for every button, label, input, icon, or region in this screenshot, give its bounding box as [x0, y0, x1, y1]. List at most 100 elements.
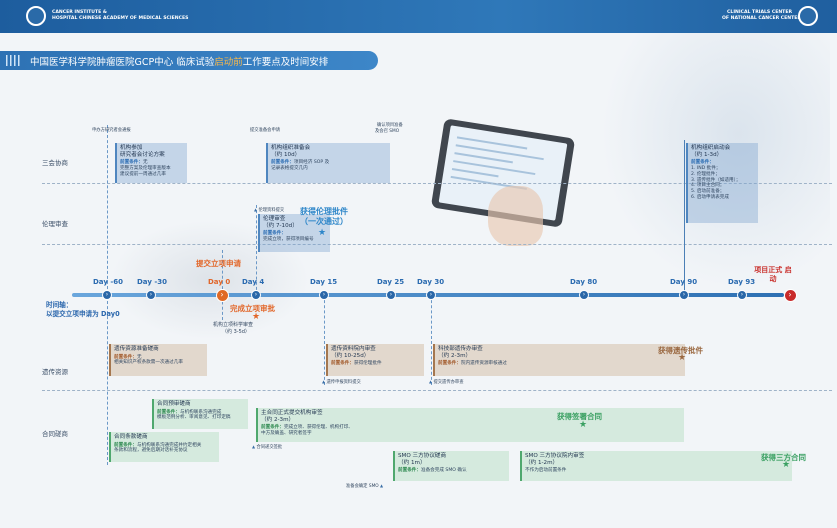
genetic-box-ministry-review: 科技部遗传办审查 （约 2-3m） 前置条件：院内遗传资源审核通过: [433, 344, 685, 376]
coord-box2-prereq: 前置条件：项目经济 SOP 及: [271, 160, 387, 166]
genetic-box3-prereq-key: 前置条件：: [438, 361, 461, 367]
day-node-1: ›: [146, 290, 156, 300]
triangle-marker-icon: ▲: [429, 379, 433, 384]
lane-divider-ethics: [42, 244, 832, 245]
coord-note-smo-l2: 及会召 SMO: [375, 129, 400, 134]
contract-box-main-contract: 主合同正式提交机构审签 （约 2-3m） 前置条件：完成立项、获得伦理、机构打印…: [256, 408, 684, 442]
coord-box1-prereq-l2: 完整方案及伦理审查版本: [120, 165, 171, 171]
contract-box4-title-1: SMO 三方协议磋商: [398, 453, 447, 459]
contract-box3-title-1: 主合同正式提交机构审签: [261, 410, 323, 416]
coord-box3-prereq-key: 前置条件：: [691, 160, 714, 166]
coord-box3-item-5: 5. 启动前准备；: [691, 189, 725, 195]
day-node-10: ›: [783, 288, 797, 302]
guide-day-0: [222, 250, 223, 320]
tripartite-contract-label: 获得三方合同: [761, 453, 806, 462]
right-org-line-2: OF NATIONAL CANCER CENTER: [722, 16, 801, 21]
guide-day-90: [684, 140, 685, 300]
genetic-note-ministry: ▲ 提交遗传办审查: [429, 379, 464, 385]
contract-box4-prereq: 前置条件：准备会完成 SMO 确认: [398, 468, 506, 474]
contract-box2-prereq-l2: 条款和流程，避免后期对话补充协议: [114, 448, 188, 454]
ethics-box-review: 伦理审查 （约 7-10d） 前置条件： 完成立项，获得项目编号: [258, 214, 330, 252]
contract-box-terms: 合同条款磋商 前置条件：与机构联系沟通完成并约定相关 条款和流程，避免后期对话补…: [109, 432, 219, 462]
header-bar: CANCER INSTITUTE & HOSPITAL CHINESE ACAD…: [0, 0, 837, 33]
background-leaf-decoration: [600, 30, 830, 290]
contract-box4-prereq-l1: 准备会完成 SMO 确认: [420, 468, 467, 474]
contract-box1-title: 合同预审磋商: [157, 401, 191, 407]
coord-note-sponsor: 申办方研究者会通报: [92, 128, 131, 133]
ethics-box-prereq-l1: 完成立项，获得项目编号: [263, 236, 314, 242]
hand-illustration: [488, 186, 543, 246]
day-node-7: ›: [579, 290, 589, 300]
triangle-marker-icon: ▲: [322, 379, 326, 384]
coord-box-prep-meeting: 机构组织准备会 （约 10d） 前置条件：项目经济 SOP 及 记录表格提交几内: [266, 143, 390, 183]
contract-box5-note: 不作为启动前置条件: [525, 468, 567, 474]
hospital-logo-icon: [26, 6, 46, 26]
right-organization-name: CLINICAL TRIALS CENTER OF NATIONAL CANCE…: [722, 10, 801, 22]
title-text-after: 工作要点及时间安排: [242, 57, 329, 68]
genetic-box2-title-2: （约 10-25d）: [331, 352, 370, 359]
approval-star-icon: ★: [252, 312, 261, 322]
coord-box2-prereq-key: 前置条件：: [271, 160, 294, 166]
contract-box3-prereq: 前置条件：完成立项、获得伦理、机构打印、: [261, 425, 681, 431]
coord-box2-title-2: （约 10d）: [271, 151, 301, 158]
approval-complete-label: 完成立项审批: [230, 304, 275, 313]
triangle-marker-icon: ▲: [252, 444, 256, 449]
lane-label-contract: 合同磋商: [42, 430, 68, 438]
coord-box3-item-6: 6. 启动申请表完成: [691, 194, 730, 200]
coord-box1-prereq-l1: 无: [142, 160, 148, 166]
triangle-marker-icon: ▲: [380, 483, 384, 488]
genetic-note-submit: ▲ 遗传申报资料提交: [322, 379, 361, 385]
genetic-box1-title: 遗传资源准备磋商: [114, 346, 159, 352]
contract-box3-title-2: （约 2-3m）: [261, 416, 295, 423]
genetic-approval-label: 获得遗传批件: [658, 346, 703, 355]
title-bar: [0, 51, 378, 70]
coord-box2-prereq-l1: 项目经济 SOP 及: [293, 160, 330, 166]
day-label-4: Day 15: [310, 278, 338, 286]
day-node-4: ›: [319, 290, 329, 300]
genetic-box2-title-1: 遗传资料院内审查: [331, 346, 376, 352]
coord-box2-title-1: 机构组织准备会: [271, 145, 311, 151]
day-node-3: ›: [251, 290, 261, 300]
ethics-box-title-1: 伦理审查: [263, 216, 286, 222]
genetic-approval-star-icon: ★: [678, 353, 687, 363]
genetic-box1-prereq: 前置条件：无: [114, 355, 204, 361]
contract-box2-prereq-key: 前置条件：: [114, 442, 137, 448]
contract-box5-title-1: SMO 三方协议院内审签: [525, 453, 585, 459]
trials-center-logo-icon: [798, 6, 818, 26]
title-text-before: 中国医学科学院肿瘤医院GCP中心 临床试验: [30, 57, 215, 68]
genetic-box-prep: 遗传资源准备磋商 前置条件：无 相关知识产权条款需一次通过几率: [109, 344, 207, 376]
contract-box-smo-negotiation: SMO 三方协议磋商 （约 1m） 前置条件：准备会完成 SMO 确认: [393, 451, 509, 481]
contract-box1-prereq: 前置条件：与机构联系沟通完成: [157, 410, 245, 416]
ethics-box-prereq-key: 前置条件：: [263, 231, 286, 237]
lane-label-ethics: 伦理审查: [42, 220, 68, 228]
contract-box3-prereq-l1: 完成立项、获得伦理、机构打印、: [283, 425, 353, 431]
contract-box4-prereq-key: 前置条件：: [398, 468, 421, 474]
day-label-0: Day -60: [93, 278, 123, 286]
guide-day-4: [256, 205, 257, 295]
contract-signed-star-icon: ★: [579, 420, 588, 430]
day-node-2: ›: [215, 288, 229, 302]
coord-box1-prereq: 前置条件：无: [120, 160, 184, 166]
lane-divider-top: [42, 183, 832, 184]
page-title: 中国医学科学院肿瘤医院GCP中心 临床试验启动前工作要点及时间安排: [30, 54, 328, 68]
lane-label-genetic: 遗传资源: [42, 368, 68, 376]
genetic-box-internal-review: 遗传资料院内审查 （约 10-25d） 前置条件：获得伦理批件: [326, 344, 424, 376]
ethics-approval-line-2: （一次通过）: [300, 217, 348, 226]
ethics-note-submit: ▲ 伦理资料提交: [254, 207, 285, 213]
day-label-2: Day 0: [208, 278, 231, 286]
guide-day-15: [324, 295, 325, 385]
background-map-decoration: [110, 220, 310, 340]
day-node-5: ›: [386, 290, 396, 300]
day-label-9: Day 93: [728, 278, 756, 286]
day-label-8: Day 90: [670, 278, 698, 286]
coord-box3-title-2: （约 1-3d）: [691, 151, 723, 158]
genetic-box1-prereq-l2: 相关知识产权条款需一次通过几率: [114, 360, 183, 366]
genetic-box3-prereq-l1: 院内遗传资源审核通过: [460, 361, 507, 367]
genetic-box3-title-2: （约 2-3m）: [438, 352, 472, 359]
genetic-box3-title-1: 科技部遗传办审查: [438, 346, 483, 352]
coord-box1-title-1: 机构参加: [120, 145, 143, 151]
genetic-box1-prereq-key: 前置条件：: [114, 354, 137, 360]
contract-box1-prereq-key: 前置条件：: [157, 409, 180, 415]
axis-label-line-1: 时间轴：: [46, 301, 73, 309]
genetic-box1-prereq-l1: 无: [136, 354, 142, 360]
